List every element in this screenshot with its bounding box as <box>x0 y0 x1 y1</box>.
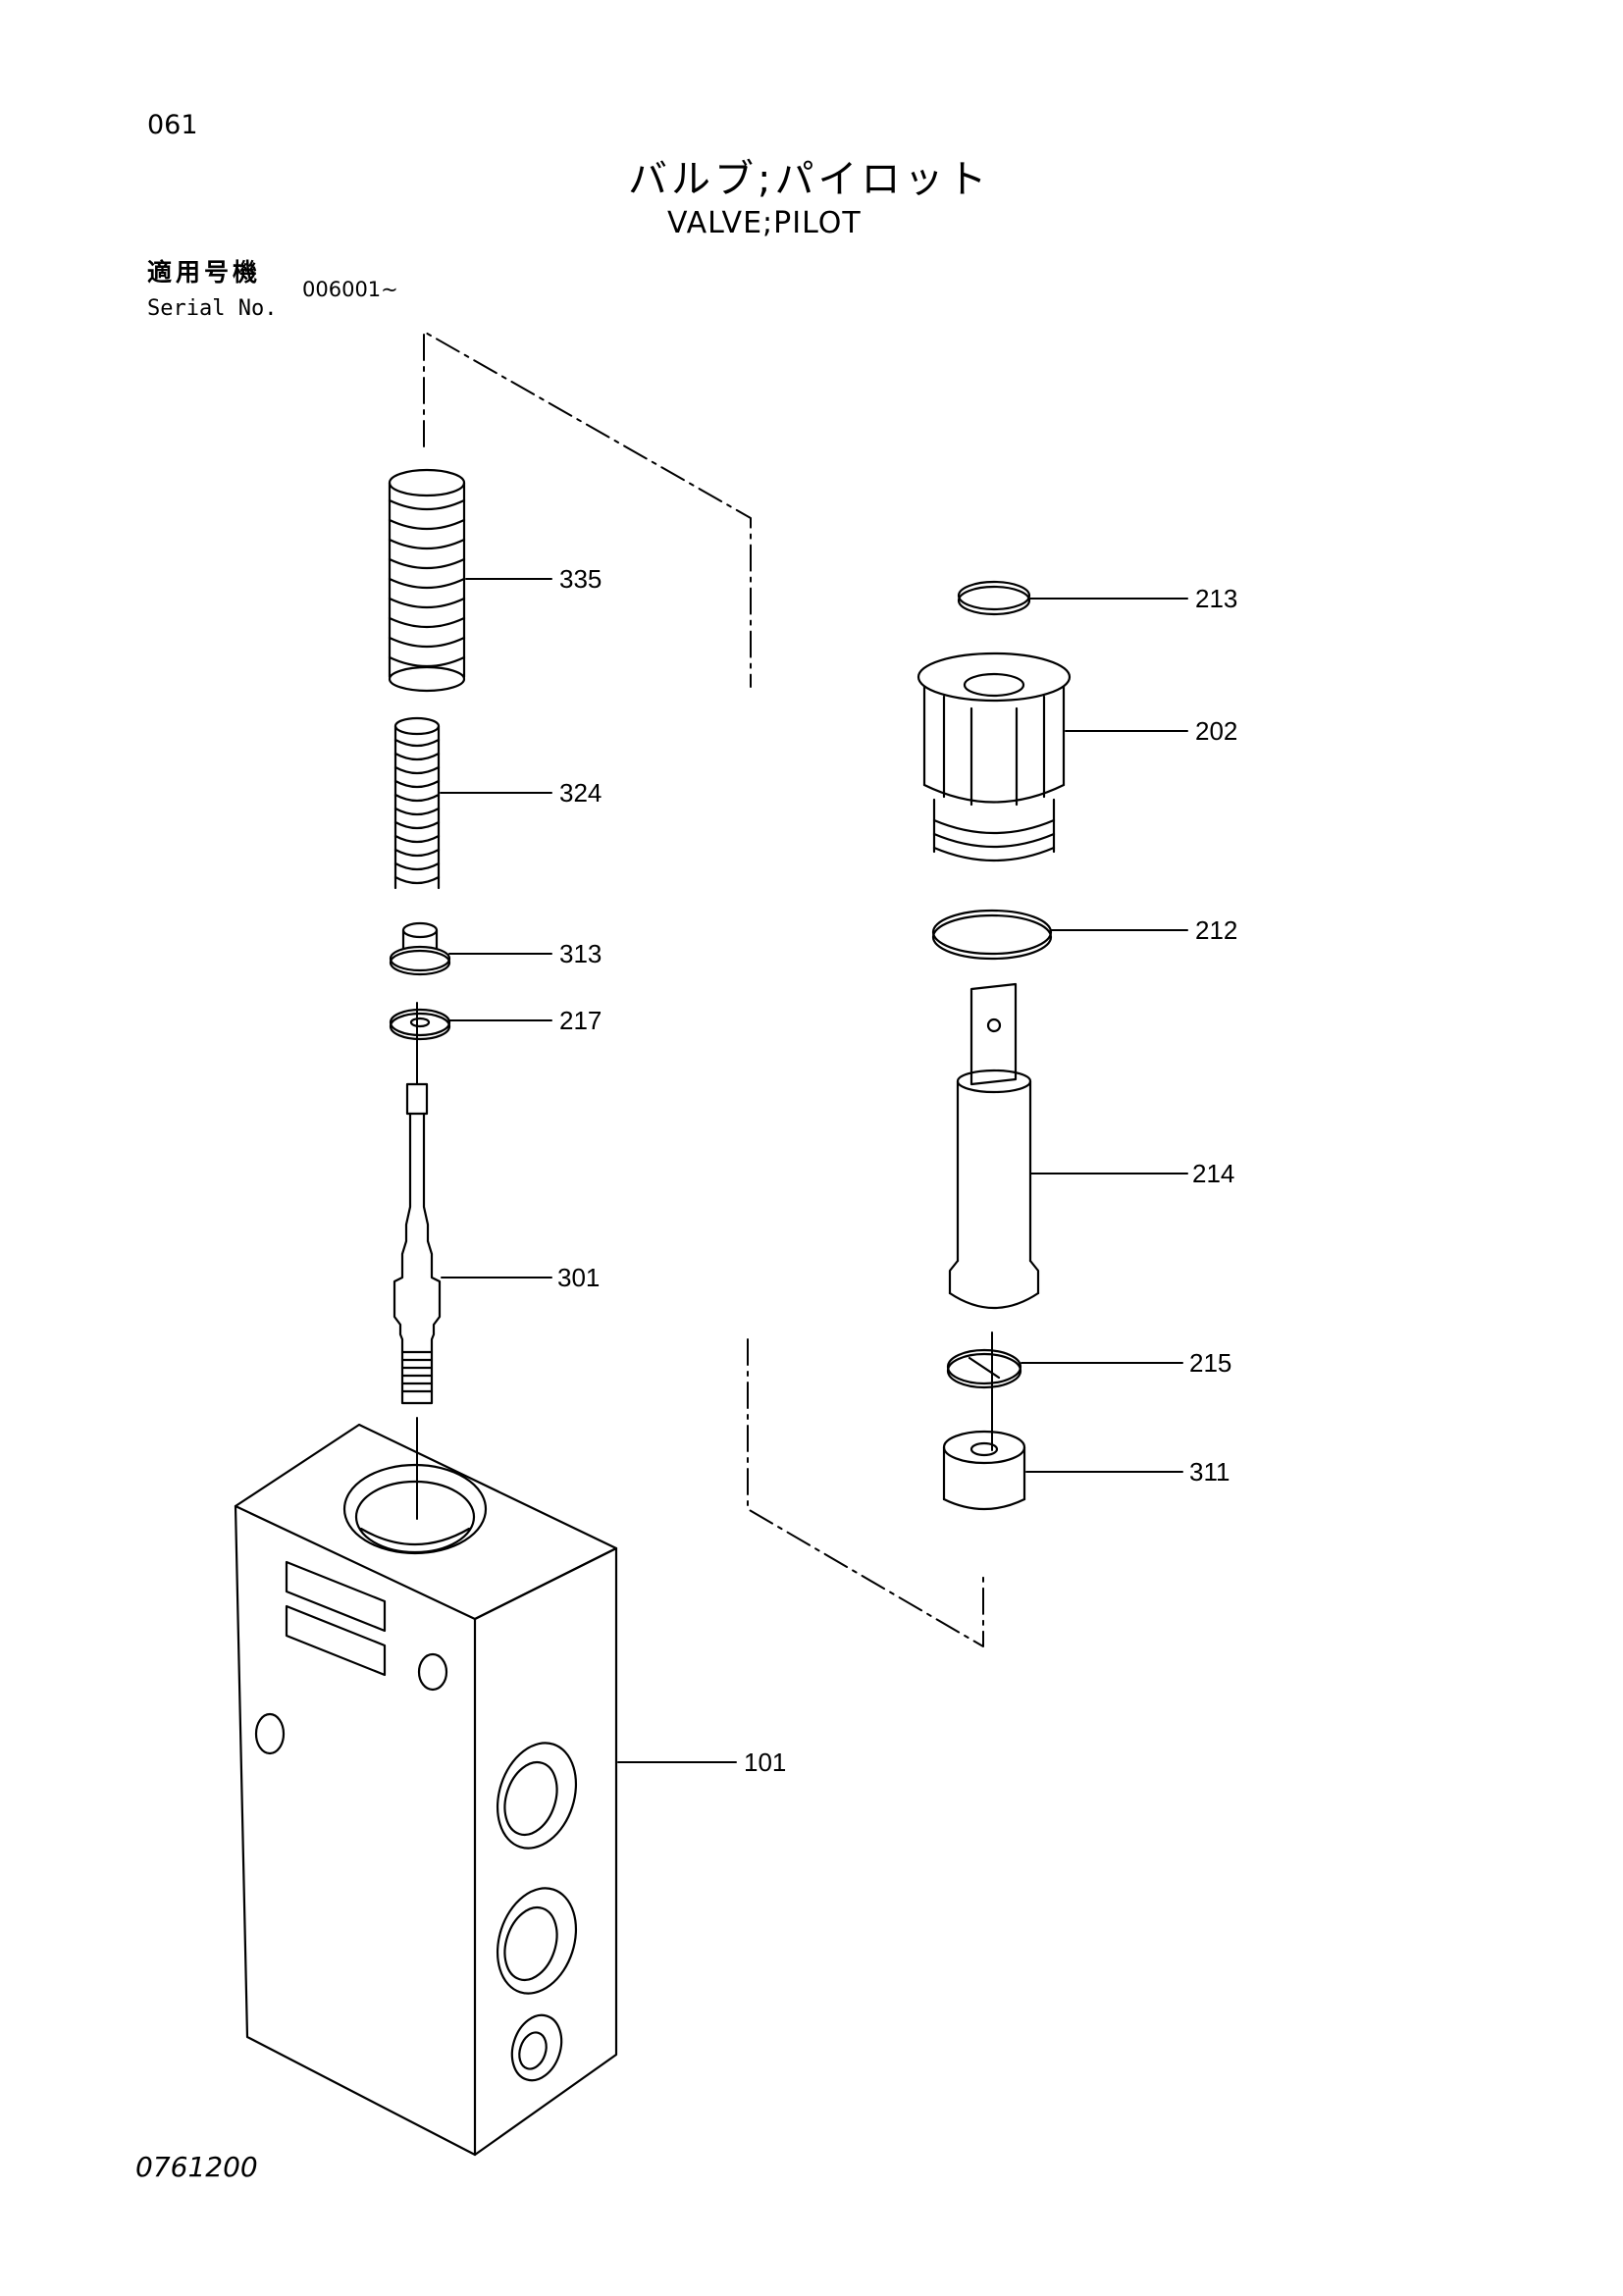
callout-335: 335 <box>559 564 602 594</box>
callout-215: 215 <box>1189 1348 1231 1378</box>
callout-217: 217 <box>559 1006 602 1035</box>
title-japanese: バルブ;パイロット <box>628 157 991 202</box>
part-335-spring <box>388 468 466 693</box>
callout-101: 101 <box>744 1748 786 1777</box>
drawing-number: 0761200 <box>135 2151 258 2183</box>
serial-label-english: Serial No. <box>147 296 278 321</box>
part-215-snap-ring <box>946 1348 1022 1389</box>
callouts: 335 324 313 217 301 213 202 212 214 215 … <box>557 564 1237 1777</box>
part-313-spring-seat <box>389 921 451 976</box>
axis-lines <box>416 1002 993 1520</box>
callout-301: 301 <box>557 1263 600 1292</box>
serial-number-value: 006001~ <box>302 278 398 301</box>
callout-214: 214 <box>1192 1159 1234 1188</box>
callout-324: 324 <box>559 778 602 808</box>
assembly-lines <box>423 331 984 1647</box>
part-202-plug <box>916 652 1072 862</box>
title-english: VALVE;PILOT <box>667 206 862 240</box>
part-311-sleeve <box>942 1430 1026 1511</box>
part-301-push-rod <box>393 1082 442 1405</box>
callout-212: 212 <box>1195 915 1237 945</box>
leader-lines <box>440 578 1188 1763</box>
callout-202: 202 <box>1195 716 1237 746</box>
part-217-washer <box>389 1008 451 1041</box>
serial-label-japanese: 適用号機 <box>147 258 262 287</box>
callout-213: 213 <box>1195 584 1237 613</box>
part-212-o-ring <box>931 909 1053 961</box>
part-213-o-ring <box>957 580 1031 616</box>
part-101-casing <box>234 1423 618 2157</box>
callout-313: 313 <box>559 939 602 968</box>
callout-311: 311 <box>1189 1457 1230 1487</box>
part-324-spring <box>393 716 441 890</box>
part-214-spool <box>948 982 1040 1309</box>
page-number: 061 <box>147 110 198 140</box>
